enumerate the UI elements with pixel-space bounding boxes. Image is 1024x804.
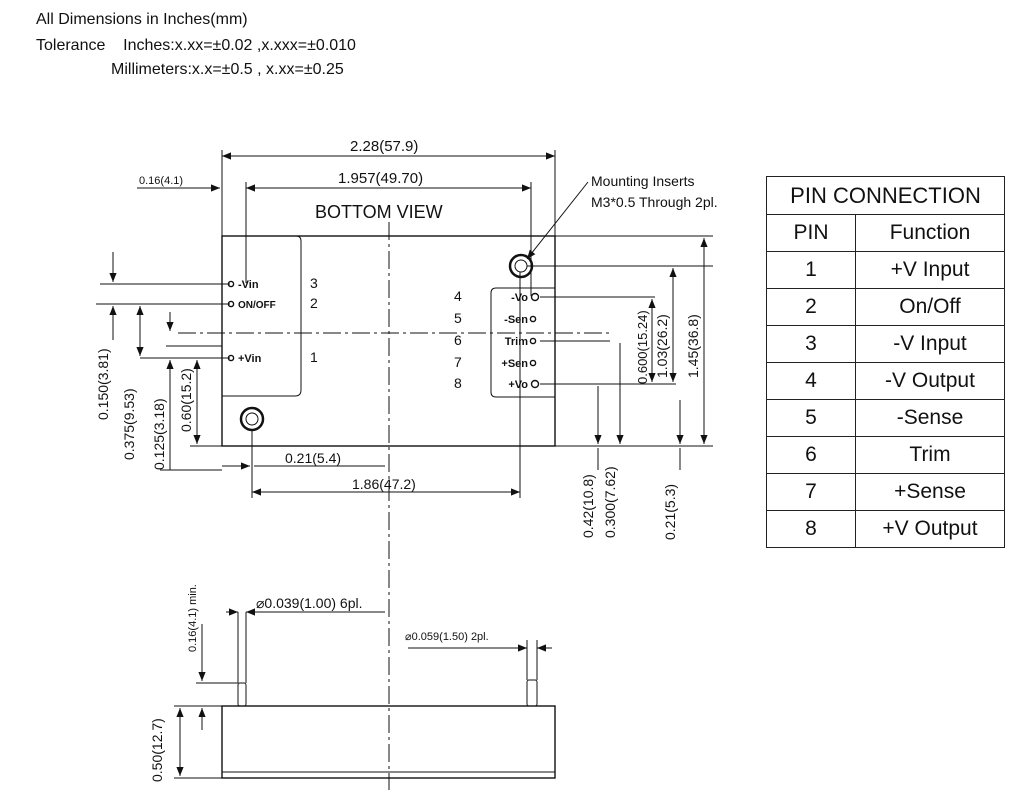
pin-6-label: Trim [505,336,528,348]
dim-insert-offset-label: 0.21(5.4) [285,450,341,466]
dim-v0375-label: 0.375(9.53) [121,388,137,460]
table-row: 8+V Output [766,510,1005,548]
module-side-body [221,705,556,779]
function-cell: -Sense [855,399,1005,437]
dim-v042-label: 0.42(10.8) [580,474,596,538]
insert-bottom-left [239,406,265,432]
pin-3-number: 3 [310,275,318,291]
dim-v060-label: 0.60(15.2) [178,368,194,432]
pin-2-label: ON/OFF [238,300,276,311]
function-cell: -V Output [855,362,1005,400]
function-cell: -V Input [855,325,1005,363]
mounting-leader [526,181,589,260]
function-cell: +V Output [855,510,1005,548]
side-height: 0.50(12.7) [149,718,165,782]
pin-cell: 5 [766,399,856,437]
pin-cell: 4 [766,362,856,400]
bottom-view-title: BOTTOM VIEW [315,202,443,222]
pin-4-number: 4 [454,288,462,304]
side-pin-dia-large: ⌀0.059(1.50) 2pl. [405,631,489,643]
pin-1-label: +Vin [238,353,262,365]
pin-8-label: +Vo [508,379,528,391]
pin-4-label: -Vo [511,292,528,304]
pin-cell: 7 [766,473,856,511]
side-pin-left [237,682,247,707]
pin-7-label: +Sen [501,358,528,370]
dim-v103-label: 1.03(26.2) [654,314,670,378]
pin-4-dot [530,292,540,302]
dim-v0125-label: 0.125(3.18) [151,398,167,470]
dim-v0300-label: 0.300(7.62) [602,466,618,538]
pin-5-label: -Sen [504,314,528,326]
dim-left-offset-label: 0.16(4.1) [139,175,183,187]
table-row: 3-V Input [766,325,1005,363]
pin-8-dot [530,379,540,389]
pin-8-number: 8 [454,375,462,391]
side-pin-dia-small: ⌀0.039(1.00) 6pl. [256,595,363,611]
pin-cell: 1 [766,251,856,289]
mounting-note-2: M3*0.5 Through 2pl. [591,194,718,210]
dim-v145-label: 1.45(36.8) [685,314,701,378]
dim-pin-span-label: 1.957(49.70) [338,170,423,187]
pin-cell: 8 [766,510,856,548]
pcb-right-region [490,287,555,398]
dim-insert-span-label: 1.86(47.2) [352,476,416,492]
side-pin-length: 0.16(4.1) min. [187,584,199,652]
function-cell: On/Off [855,288,1005,326]
function-cell: +Sense [855,473,1005,511]
tolerance-mm: Millimeters:x.x=±0.5 , x.xx=±0.25 [111,61,344,78]
function-cell: +V Input [855,251,1005,289]
pin-cell: 3 [766,325,856,363]
table-row: 7+Sense [766,473,1005,511]
dim-v0150-label: 0.150(3.81) [95,348,111,420]
side-pin-right [526,679,538,707]
pin-table-title: PIN CONNECTION [766,176,1005,215]
pin-6-number: 6 [454,332,462,348]
units-note: All Dimensions in Inches(mm) [36,11,248,28]
pin-cell: 2 [766,288,856,326]
pin-7-dot [529,359,537,367]
table-row: 4-V Output [766,362,1005,400]
table-row: 5-Sense [766,399,1005,437]
function-column-header: Function [855,214,1005,252]
pin-6-dot [529,337,537,345]
table-row: 1+V Input [766,251,1005,289]
tolerance-inches: Tolerance Inches:x.xx=±0.02 ,x.xxx=±0.01… [36,37,356,54]
pin-7-number: 7 [454,354,462,370]
pin-cell: 6 [766,436,856,474]
function-cell: Trim [855,436,1005,474]
dim-overall-width-label: 2.28(57.9) [350,138,418,155]
pin-1-number: 1 [310,349,318,365]
dim-v021-label: 0.21(5.3) [662,484,678,540]
pin-2-number: 2 [310,295,318,311]
pin-column-header: PIN [766,214,856,252]
mounting-note-1: Mounting Inserts [591,173,695,189]
pcb-left-region [222,235,302,397]
pin-5-dot [529,315,537,323]
pin-3-label: -Vin [238,279,259,291]
dim-v0600-label: 0.600(15.24) [635,310,650,384]
pin-5-number: 5 [454,310,462,326]
